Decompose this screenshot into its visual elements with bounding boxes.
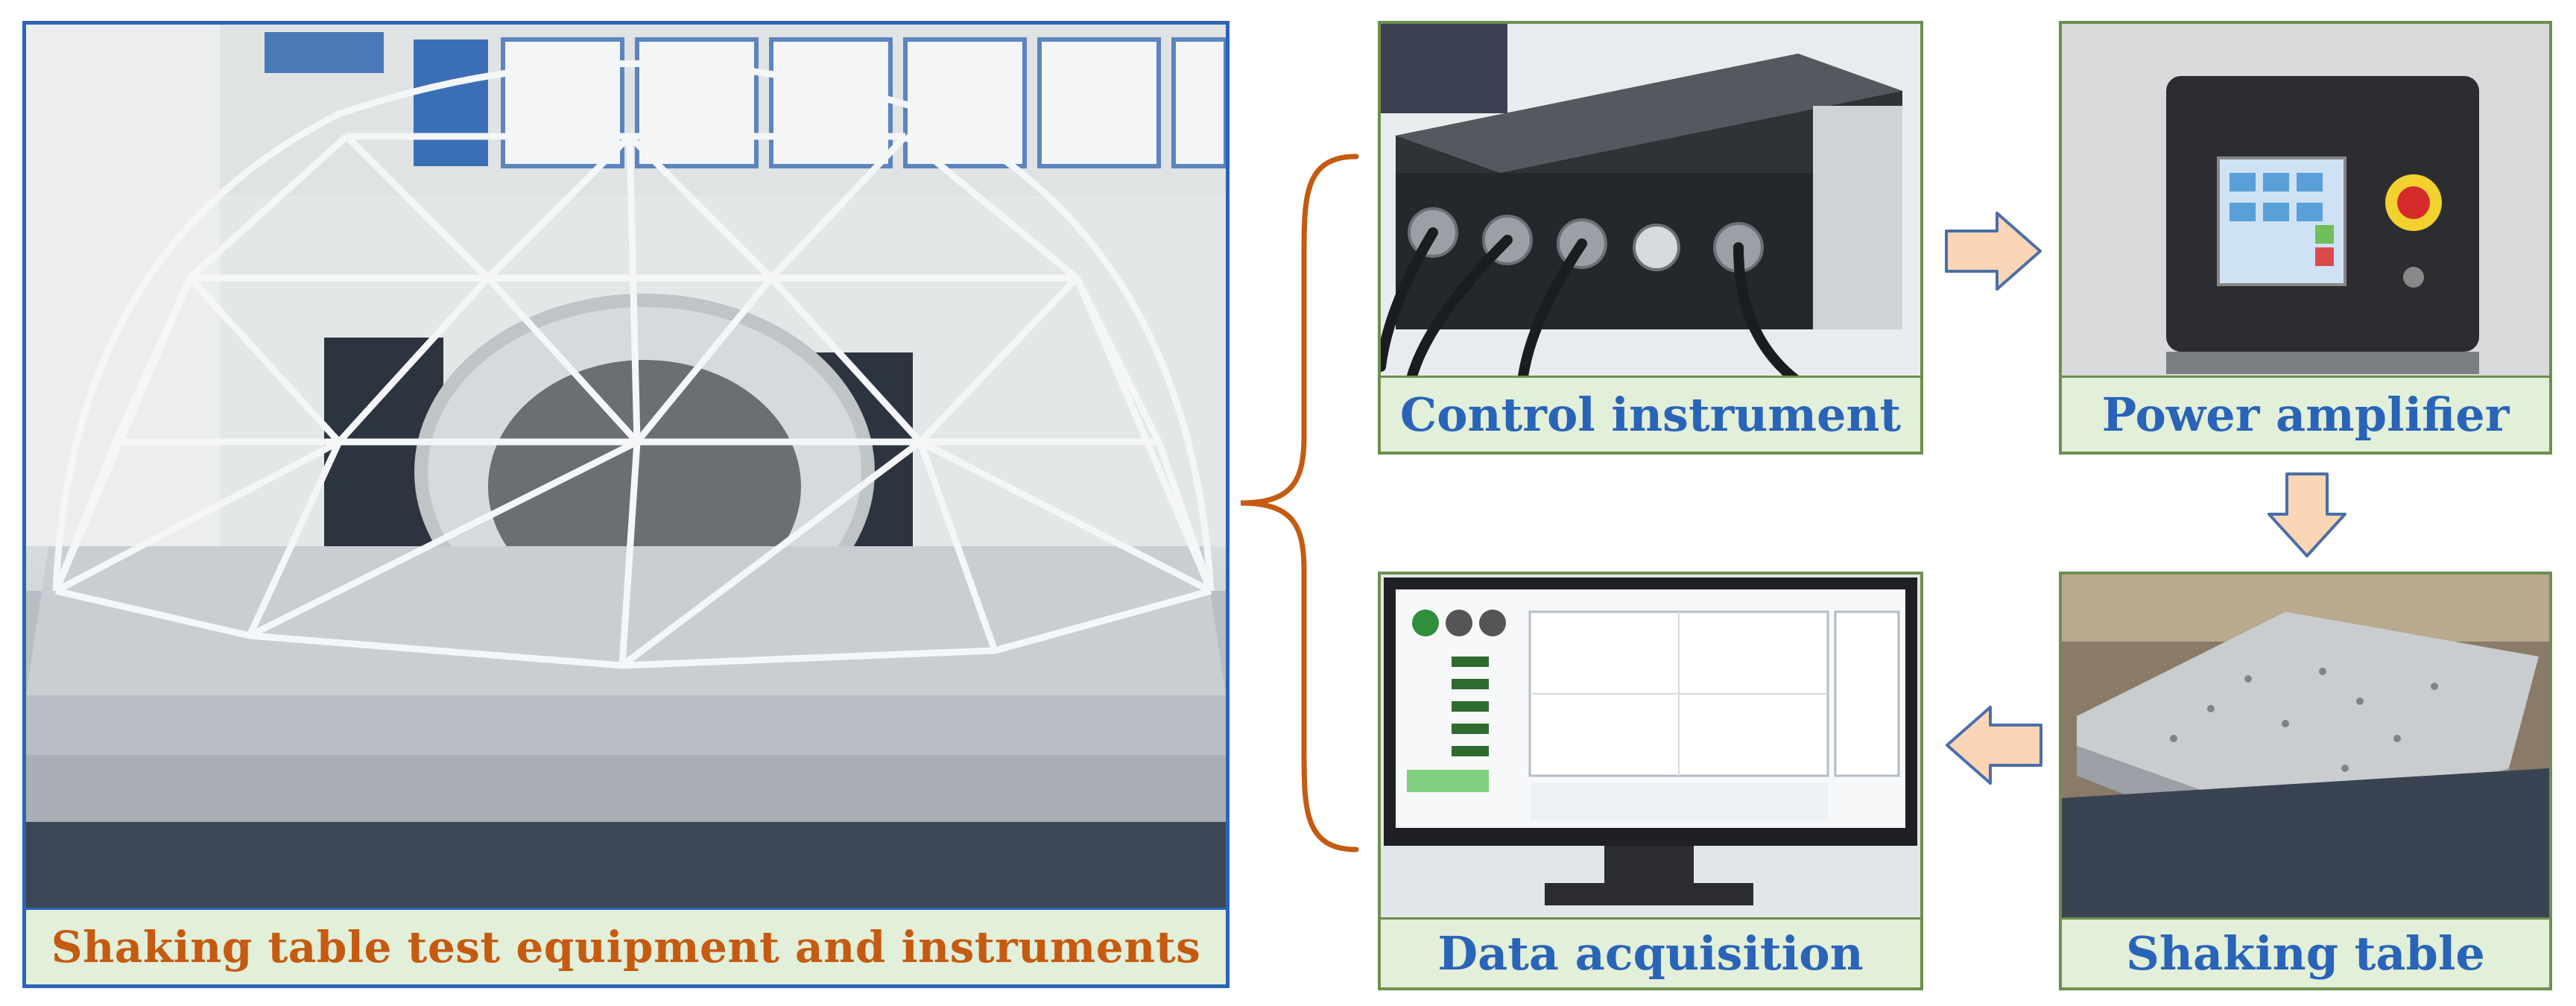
shaking-table-photo: [2062, 575, 2549, 917]
power-amplifier-panel: Power amplifier: [2059, 21, 2552, 455]
data-acquisition-photo: [1381, 575, 1920, 917]
shaking-table-panel: Shaking table: [2059, 572, 2552, 990]
control-instrument-panel: Control instrument: [1378, 21, 1923, 455]
arrow-right-icon: [1943, 210, 2044, 292]
arrow-down-icon: [2266, 471, 2348, 559]
grouping-brace: [1233, 153, 1367, 853]
power-amplifier-photo: [2062, 24, 2549, 382]
control-instrument-caption: Control instrument: [1381, 376, 1920, 452]
shaking-table-caption: Shaking table: [2062, 917, 2549, 987]
data-acquisition-caption: Data acquisition: [1381, 917, 1920, 987]
arrow-left-icon: [1943, 704, 2044, 786]
main-photo-panel: Shaking table test equipment and instrum…: [22, 21, 1230, 988]
main-caption: Shaking table test equipment and instrum…: [26, 908, 1226, 984]
control-instrument-photo: [1381, 24, 1920, 382]
data-acquisition-panel: Data acquisition: [1378, 572, 1923, 990]
power-amplifier-caption: Power amplifier: [2062, 376, 2549, 452]
dome-photo-illustration: [26, 25, 1226, 908]
dome-model-photo: [26, 25, 1226, 908]
